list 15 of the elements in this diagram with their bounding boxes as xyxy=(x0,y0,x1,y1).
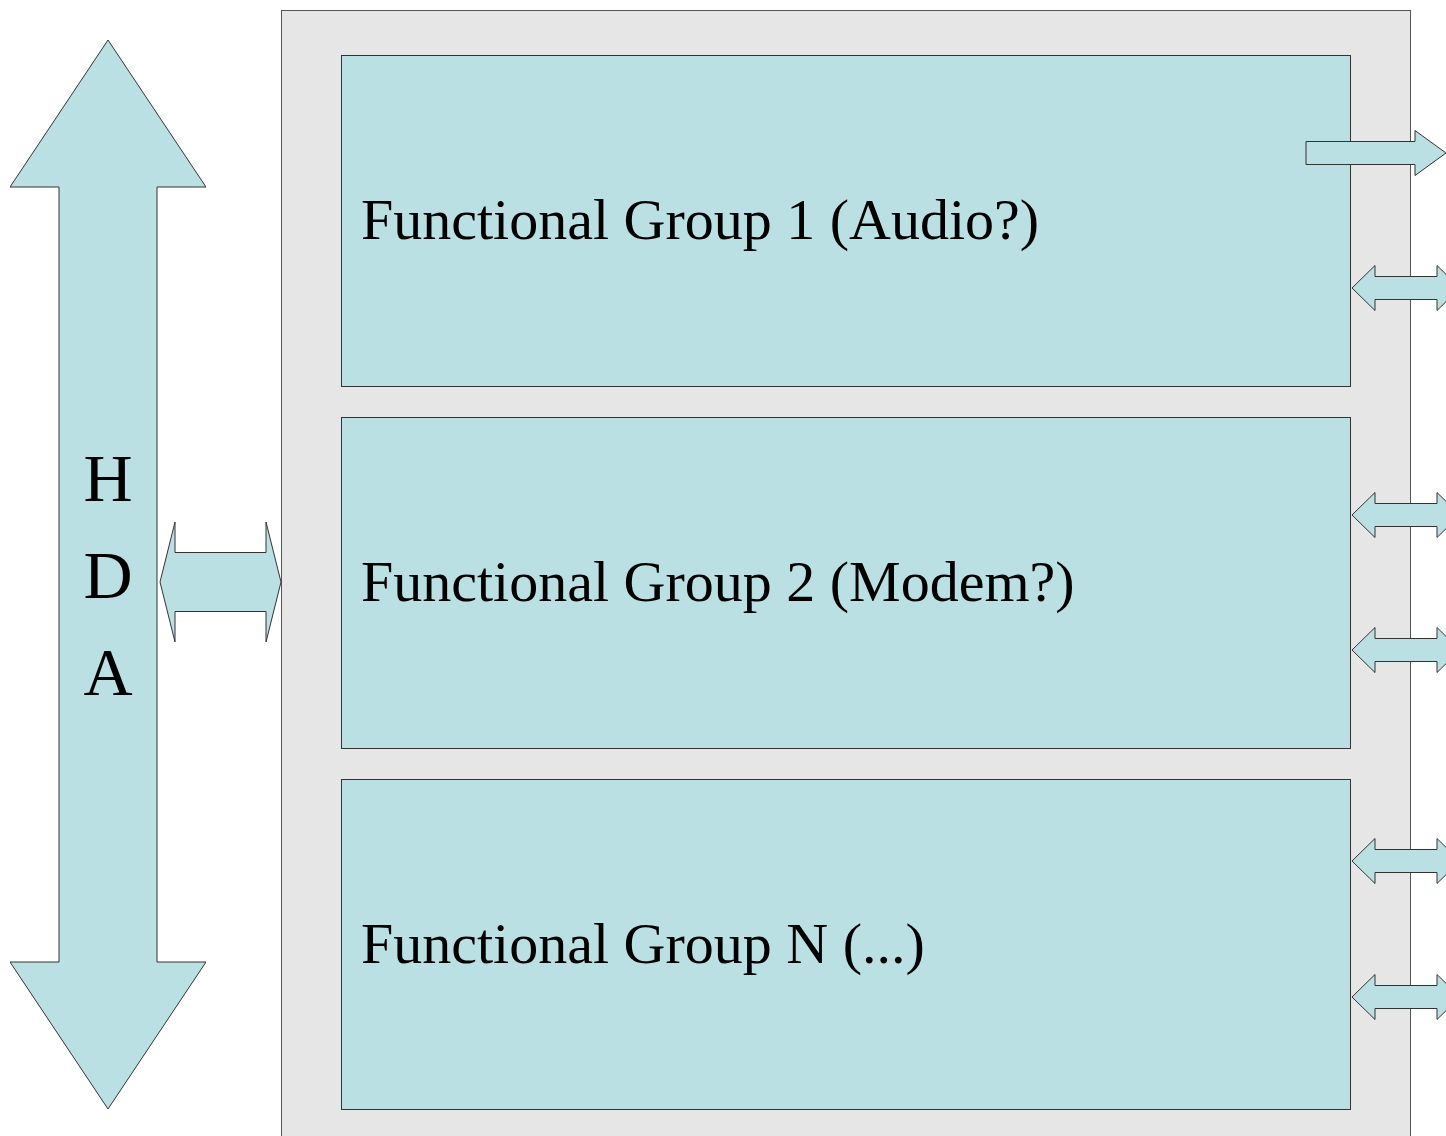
group-label: Functional Group 2 (Modem?) xyxy=(361,548,1075,616)
bus-label: HDA xyxy=(82,438,134,712)
group-label: Functional Group 1 (Audio?) xyxy=(361,186,1040,254)
group-box xyxy=(341,417,1351,749)
double-arrow xyxy=(1351,627,1446,673)
container-panel xyxy=(281,10,1411,1136)
double-arrow xyxy=(1351,265,1446,311)
group-box xyxy=(341,55,1351,387)
group-box xyxy=(341,779,1351,1110)
block-arrow xyxy=(1305,130,1446,176)
double-arrow xyxy=(1351,492,1446,538)
group-label: Functional Group N (...) xyxy=(361,909,925,978)
double-arrow xyxy=(1351,974,1446,1020)
double-arrow xyxy=(1351,838,1446,884)
double-arrow xyxy=(159,521,282,643)
